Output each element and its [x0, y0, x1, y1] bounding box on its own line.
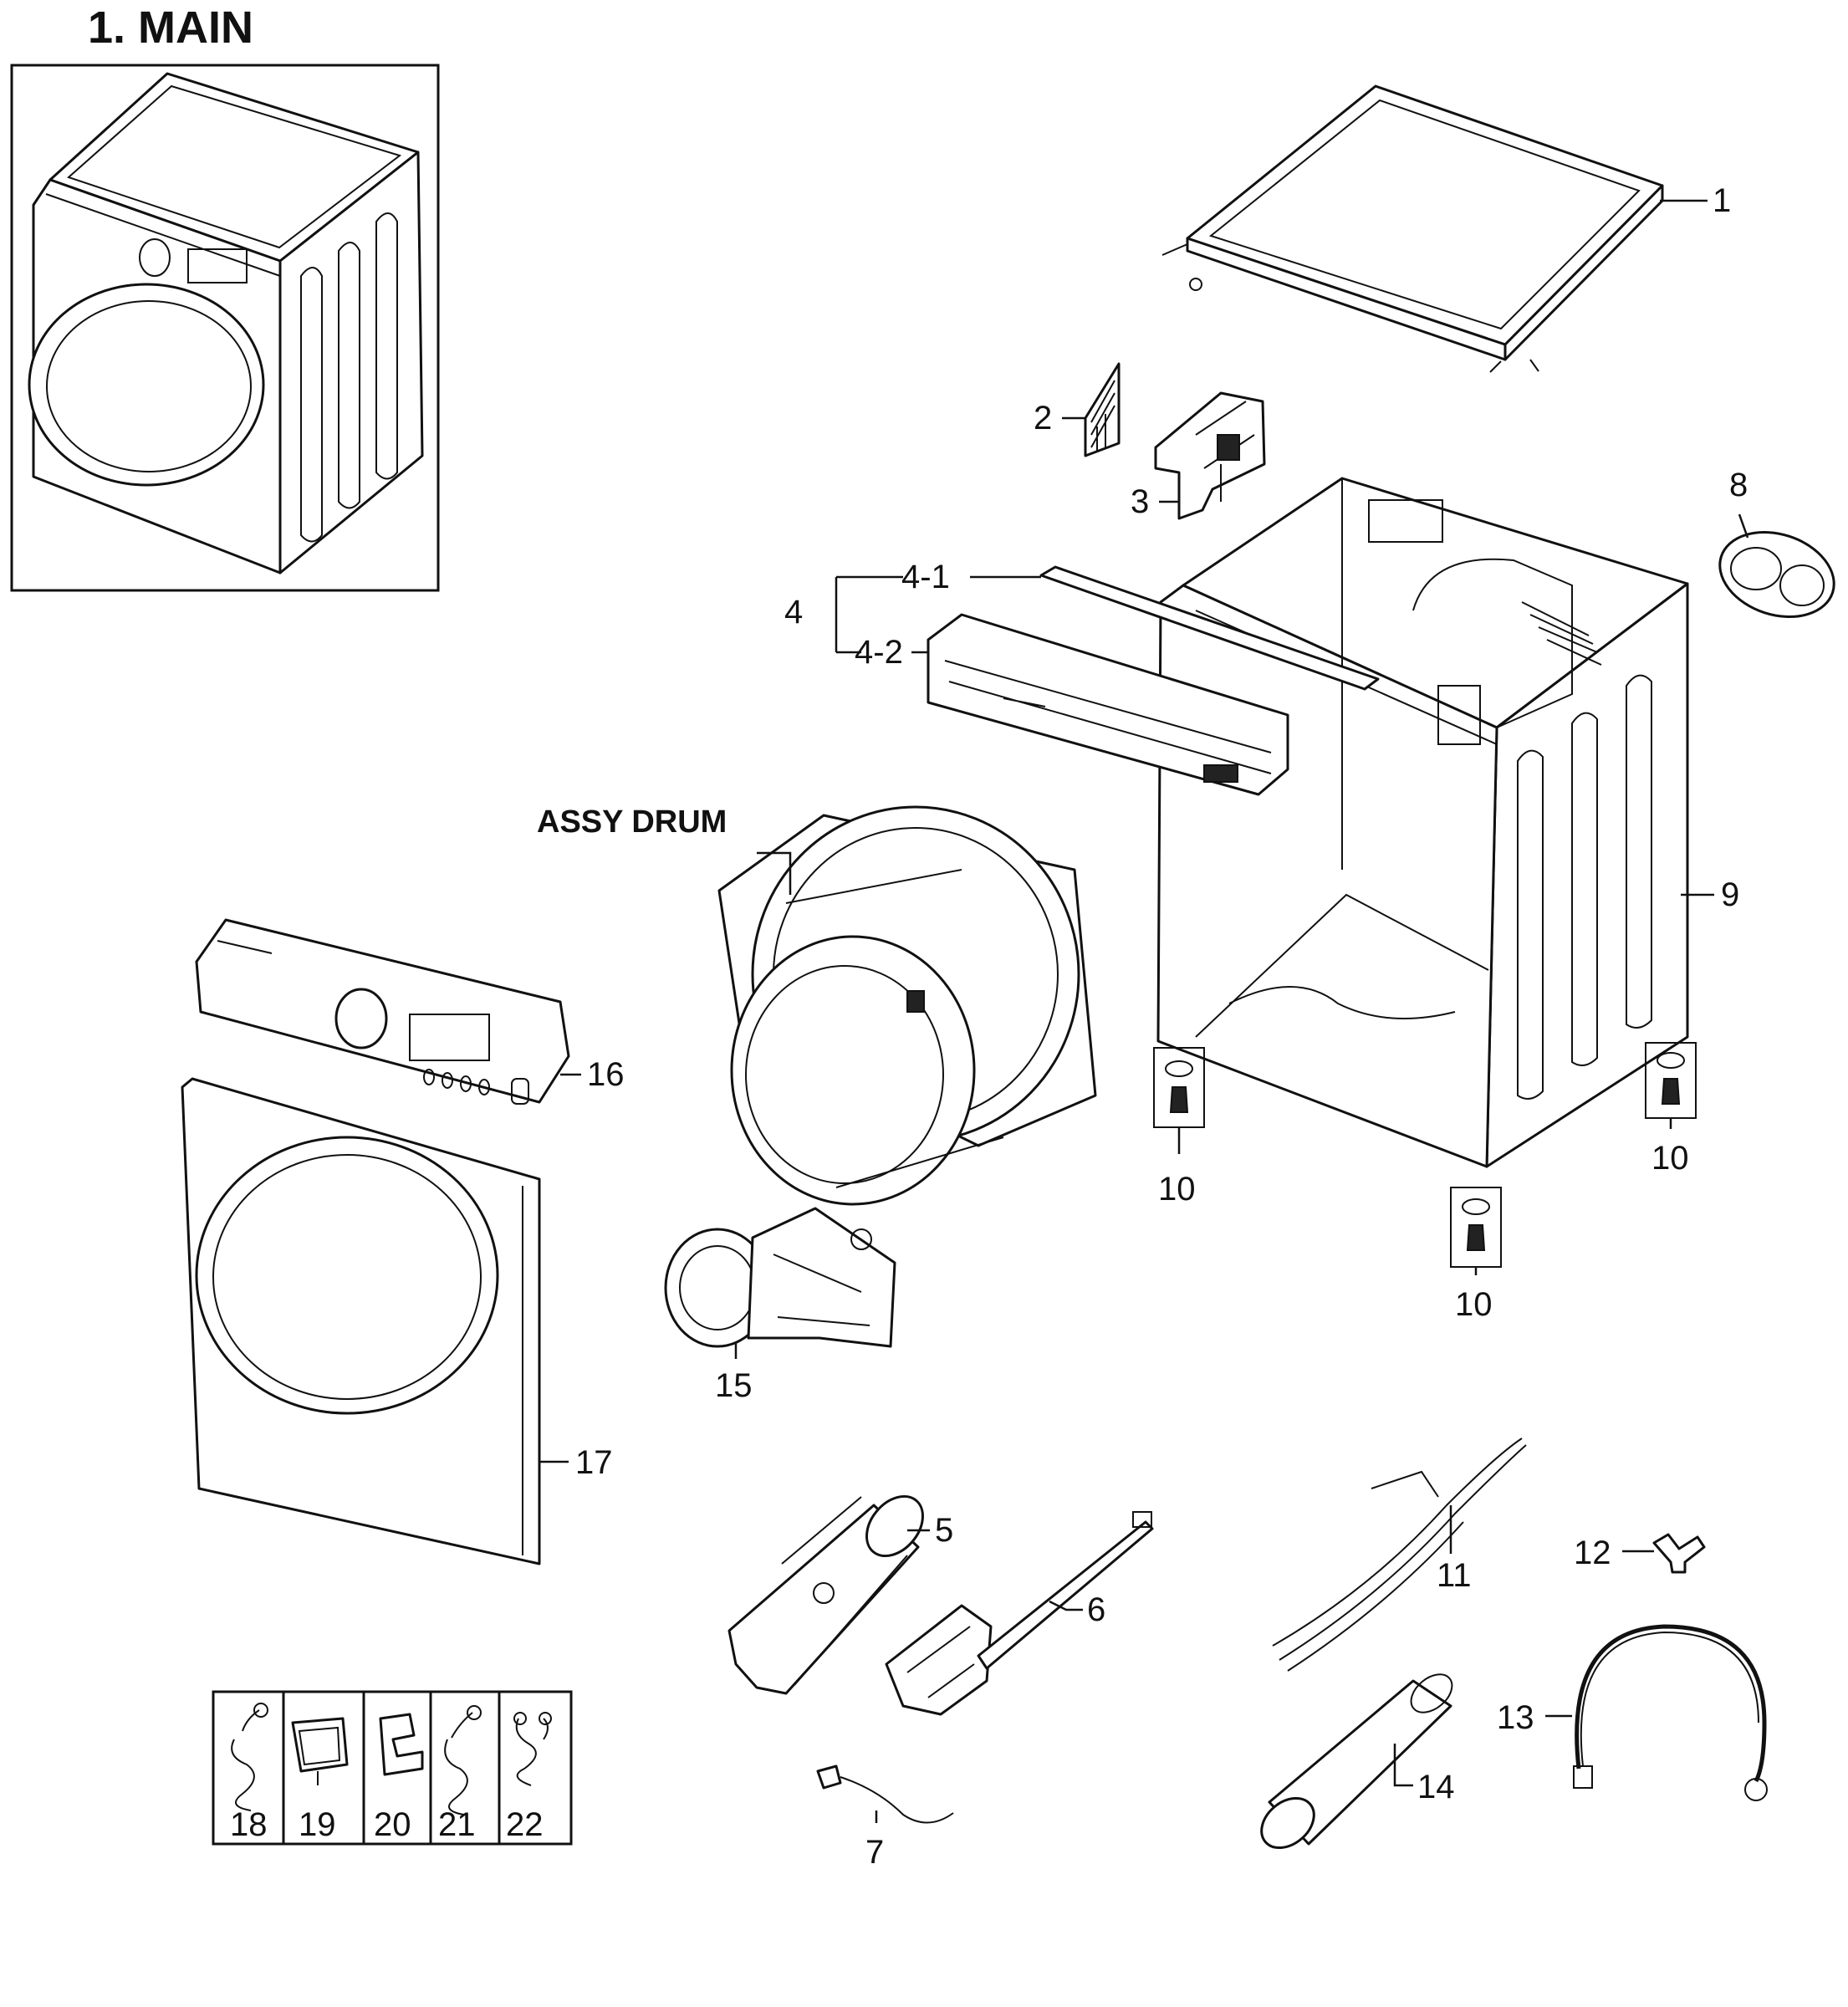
assembled-dryer-inset [10, 64, 440, 592]
callout-4: 4 [784, 594, 803, 631]
assy-drum-label: ASSY DRUM [537, 804, 727, 840]
callout-4-1: 4-1 [901, 559, 950, 595]
callout-5: 5 [935, 1512, 953, 1549]
callout-10-bottom: 10 [1455, 1286, 1493, 1323]
callout-10-left: 10 [1158, 1171, 1196, 1208]
callout-6: 6 [1087, 1591, 1105, 1628]
callout-8: 8 [1729, 467, 1748, 503]
part-6-gas-valve [885, 1511, 1154, 1716]
part-1-top-cover [1161, 84, 1664, 373]
callout-9: 9 [1721, 876, 1739, 913]
callout-17: 17 [575, 1444, 613, 1481]
part-14-vent-duct [1260, 1673, 1453, 1850]
part-4-frame [927, 565, 1380, 796]
part-7-cord [816, 1764, 954, 1824]
callout-11: 11 [1437, 1557, 1472, 1594]
part-3-bracket [1154, 391, 1266, 520]
clip-21-label: 21 [438, 1806, 476, 1843]
part-10-leveling-foot-bottom [1450, 1187, 1502, 1268]
callout-1: 1 [1713, 182, 1731, 219]
callout-12: 12 [1574, 1535, 1611, 1571]
clip-22-label: 22 [506, 1806, 544, 1843]
part-2-filter [1084, 362, 1121, 457]
part-11-wire-harness [1272, 1438, 1527, 1672]
callout-15: 15 [715, 1367, 753, 1404]
callout-16: 16 [587, 1056, 625, 1093]
diagram-title: 1. MAIN [88, 3, 254, 53]
part-17-front-panel [181, 1077, 541, 1565]
callout-4-2: 4-2 [855, 634, 903, 671]
callout-2: 2 [1034, 400, 1052, 437]
callout-3: 3 [1131, 483, 1149, 520]
callout-7: 7 [865, 1834, 884, 1871]
drum-assembly [717, 805, 1097, 1206]
clip-18-label: 18 [230, 1806, 268, 1843]
part-15-blower [664, 1207, 896, 1348]
clip-19-label: 19 [299, 1806, 336, 1843]
part-16-control-panel [195, 918, 570, 1105]
leader-lines [539, 199, 1749, 1823]
part-10-leveling-foot-left [1153, 1047, 1205, 1128]
clip-parts-table [212, 1690, 573, 1846]
clip-20-label: 20 [374, 1806, 411, 1843]
part-9-cabinet [1156, 477, 1689, 1168]
callout-14: 14 [1417, 1769, 1455, 1805]
callout-10-right: 10 [1651, 1140, 1689, 1177]
callout-13: 13 [1497, 1699, 1534, 1736]
part-13-hose [1573, 1624, 1768, 1801]
part-5-heater [727, 1494, 924, 1695]
part-8-vent-cover [1718, 530, 1835, 619]
part-12-y-connector [1652, 1533, 1706, 1574]
